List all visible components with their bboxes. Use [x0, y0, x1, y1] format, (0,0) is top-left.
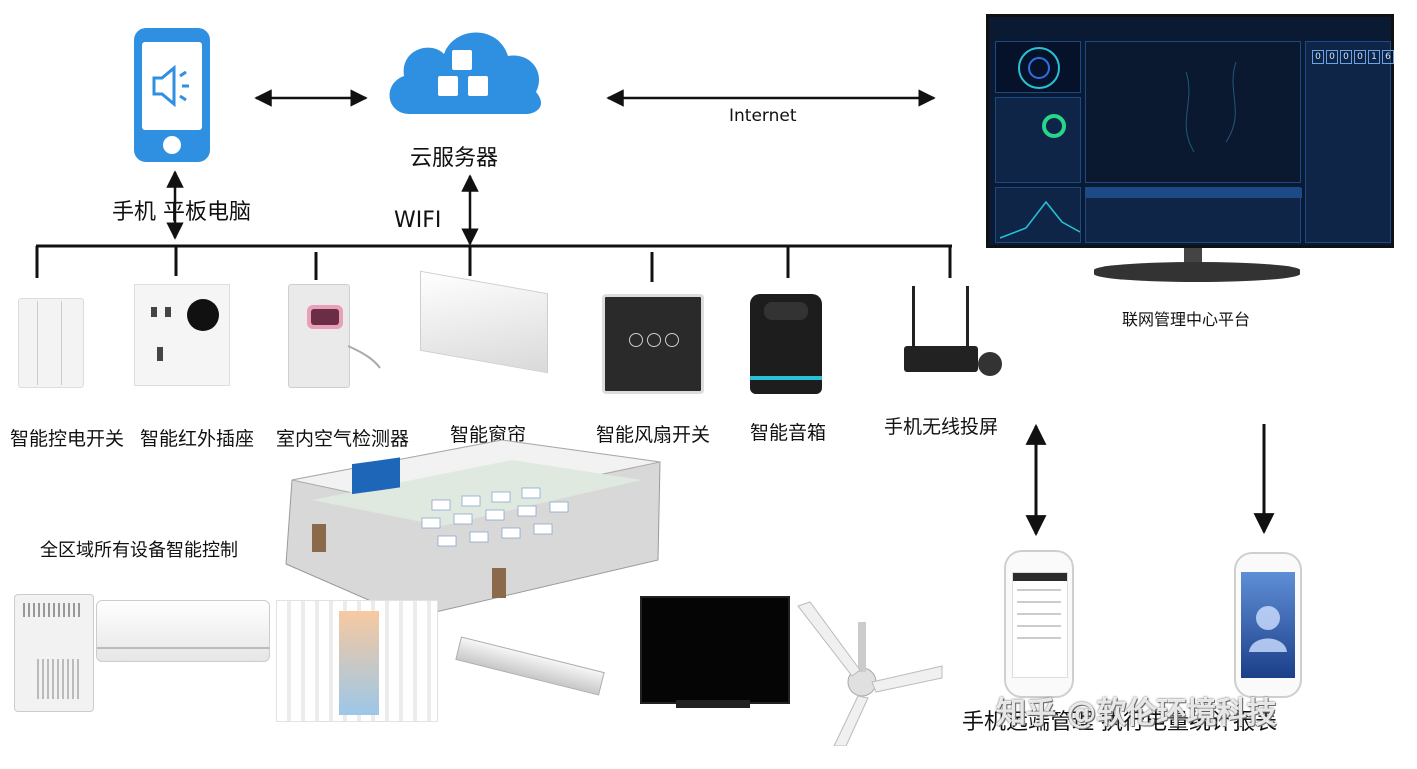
device-label-7: 手机无线投屏	[884, 416, 999, 438]
device-label-1: 智能控电开关	[10, 428, 125, 450]
platform-label: 联网管理中心平台	[1122, 310, 1251, 329]
detector-cable	[347, 345, 381, 369]
smart-switch-image	[18, 298, 84, 388]
tv-base	[676, 700, 750, 708]
ir-socket-image	[134, 284, 230, 386]
speaker-icon	[152, 64, 189, 108]
fan-switch-image	[602, 294, 704, 394]
air-conditioner-image	[96, 600, 270, 662]
classroom-3d-image	[285, 440, 661, 619]
face-unlock-phone	[1234, 552, 1302, 698]
device-label-5: 智能风扇开关	[596, 424, 711, 446]
cloud-server-icon	[389, 32, 542, 114]
bottom-caption: 手机远端管理 执行电量统计报表	[962, 710, 1277, 735]
counter-display: 0 0 0 0 1 6	[1312, 50, 1394, 64]
window-curtain-image	[276, 600, 438, 722]
remote-mouse-image	[978, 352, 1002, 376]
user-avatar-icon	[1249, 606, 1287, 652]
internet-label: Internet	[729, 106, 797, 126]
device-label-6: 智能音箱	[750, 422, 827, 444]
cloud-server-label: 云服务器	[410, 146, 499, 171]
wifi-label: WIFI	[394, 208, 442, 233]
television-image	[640, 596, 790, 704]
monitor-stand	[1184, 248, 1202, 264]
air-detector-image	[288, 284, 350, 388]
whole-area-control-label: 全区域所有设备智能控制	[40, 540, 238, 561]
antenna-left	[912, 286, 915, 348]
ceiling-fan-image	[797, 601, 943, 746]
device-label-3: 室内空气检测器	[276, 428, 410, 450]
management-monitor: 0 0 0 0 1 6	[986, 14, 1394, 248]
monitor-base	[1094, 262, 1300, 282]
smartphone-icon	[134, 28, 210, 162]
screen-mirror-box-image	[904, 346, 978, 372]
mobile-management-phone	[1004, 550, 1074, 698]
air-purifier-image	[14, 594, 94, 712]
phone-tablet-label: 手机 平板电脑	[112, 200, 251, 225]
smart-speaker-image	[750, 294, 822, 394]
antenna-right	[966, 286, 969, 348]
device-label-2: 智能红外插座	[140, 428, 255, 450]
watermark: 知乎 @软伦环境科技	[996, 696, 1277, 731]
